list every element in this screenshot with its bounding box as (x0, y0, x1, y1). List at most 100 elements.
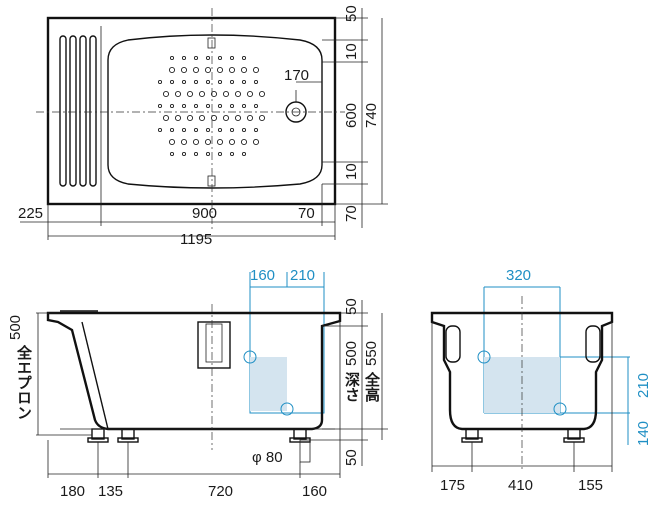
dim-b4: 160 (302, 483, 327, 500)
dim-side-b2: 410 (508, 477, 533, 494)
anti-slip-dot (169, 151, 175, 157)
anti-slip-dot (252, 138, 260, 146)
anti-slip-dot (246, 90, 254, 98)
tub-side-profile (430, 311, 614, 431)
dim-b3: 720 (208, 483, 233, 500)
dim-foot: 50 (343, 449, 360, 466)
overflow-fitting (197, 321, 231, 369)
anti-slip-dot (157, 79, 163, 85)
anti-slip-dot (157, 127, 163, 133)
anti-slip-dot (253, 127, 259, 133)
anti-slip-dot (228, 138, 236, 146)
anti-slip-dot (241, 103, 247, 109)
anti-slip-dot (186, 114, 194, 122)
anti-slip-dot (240, 138, 248, 146)
dim-inner-bottom: 10 (343, 163, 360, 180)
anti-slip-dot (258, 114, 266, 122)
dim-blue-r2: 140 (635, 421, 652, 446)
dim-top-right: 50 (343, 5, 360, 22)
anti-slip-dot (169, 79, 175, 85)
anti-slip-dot (205, 79, 211, 85)
svg-text:全エプロン: 全エプロン (15, 344, 33, 420)
tub-outline-top (46, 16, 337, 206)
anti-slip-dot (241, 55, 247, 61)
anti-slip-dot (162, 90, 170, 98)
dim-drain: φ 80 (252, 449, 283, 466)
dim-b2: 135 (98, 483, 123, 500)
anti-slip-dot (169, 55, 175, 61)
dim-blue-a: 160 (250, 267, 275, 284)
anti-slip-dot (169, 103, 175, 109)
anti-slip-dot (210, 90, 218, 98)
anti-slip-dot (174, 90, 182, 98)
dim-right-margin: 70 (298, 205, 315, 222)
dim-apron-height: 500 (7, 315, 24, 340)
anti-slip-dot (241, 79, 247, 85)
anti-slip-dot (181, 151, 187, 157)
top-view: 170 50 10 600 740 10 70 225 900 70 1195 (18, 5, 388, 248)
anti-slip-dot (204, 66, 212, 74)
dim-bottom-right: 70 (343, 205, 360, 222)
anti-slip-dot (258, 90, 266, 98)
dim-inner-width: 900 (192, 205, 217, 222)
anti-slip-dot (229, 127, 235, 133)
anti-slip-dot (193, 151, 199, 157)
anti-slip-dot (174, 114, 182, 122)
dim-blue-r1: 210 (635, 373, 652, 398)
anti-slip-dot (181, 127, 187, 133)
anti-slip-dot (216, 66, 224, 74)
anti-slip-dot (229, 55, 235, 61)
grip-left (445, 325, 461, 363)
dim-depth: 500 (343, 341, 360, 366)
anti-slip-dot (217, 103, 223, 109)
anti-slip-dot (169, 127, 175, 133)
anti-slip-dot (205, 127, 211, 133)
anti-slip-dot (157, 103, 163, 109)
dim-drain-offset: 170 (284, 67, 309, 84)
anti-slip-dot (234, 114, 242, 122)
anti-slip-dot (193, 127, 199, 133)
anti-slip-dot (252, 66, 260, 74)
anti-slip-dot (193, 103, 199, 109)
anti-slip-dot (253, 79, 259, 85)
front-view: 160 210 500 全エプロン 50 500 (7, 267, 388, 500)
dim-rim: 50 (343, 298, 360, 315)
anti-slip-dot (180, 138, 188, 146)
anti-slip-dot (246, 114, 254, 122)
anti-slip-dot (181, 103, 187, 109)
label-depth: 深さ (343, 371, 361, 402)
dim-total-width: 1195 (180, 231, 212, 248)
anti-slip-dot (193, 79, 199, 85)
anti-slip-dot (168, 138, 176, 146)
dim-inner-height: 600 (343, 103, 360, 128)
apron-ribs (59, 26, 102, 198)
anti-slip-dot (228, 66, 236, 74)
label-apron: 全エプロン (15, 344, 33, 420)
anti-slip-dot (192, 66, 200, 74)
anti-slip-dot (217, 127, 223, 133)
anti-slip-dot (240, 66, 248, 74)
anti-slip-dot (192, 138, 200, 146)
label-height: 全高 (363, 371, 381, 403)
blue-shade-front (250, 357, 287, 411)
dim-b1: 180 (60, 483, 85, 500)
anti-slip-dots (157, 55, 266, 157)
dim-total-height: 740 (363, 103, 380, 128)
anti-slip-dot (205, 55, 211, 61)
anti-slip-dot (181, 55, 187, 61)
dim-side-b3: 155 (578, 477, 603, 494)
anti-slip-dot (162, 114, 170, 122)
anti-slip-dot (204, 138, 212, 146)
dim-height: 550 (363, 341, 380, 366)
anti-slip-dot (217, 55, 223, 61)
anti-slip-dot (229, 79, 235, 85)
dim-blue-b: 210 (290, 267, 315, 284)
anti-slip-dot (229, 103, 235, 109)
anti-slip-dot (234, 90, 242, 98)
anti-slip-dot (222, 90, 230, 98)
dim-left: 225 (18, 205, 43, 222)
anti-slip-dot (181, 79, 187, 85)
anti-slip-dot (229, 151, 235, 157)
dim-blue-top: 320 (506, 267, 531, 284)
